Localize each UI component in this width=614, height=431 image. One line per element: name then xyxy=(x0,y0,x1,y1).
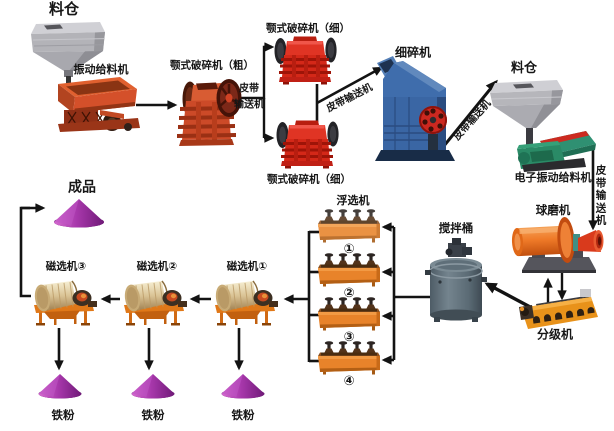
fine-crusher-machine xyxy=(375,56,455,161)
flotation-cell-4-machine xyxy=(318,341,380,375)
flow-arrows xyxy=(19,42,598,371)
belt-conveyor-to-ball-mill-label: 皮带输送机 xyxy=(595,164,607,227)
mixing-barrel-machine xyxy=(425,238,487,322)
silo-left-label: 料仓 xyxy=(48,1,80,19)
jaw-crusher-fine-bottom-machine xyxy=(276,120,339,169)
finished-product-label: 成品 xyxy=(68,178,96,195)
flotation-cell-2-number: ② xyxy=(343,285,355,301)
mixing-barrel-label: 搅拌桶 xyxy=(438,222,474,235)
iron-powder-cone-2 xyxy=(131,374,175,399)
flotation-cell-1-machine xyxy=(318,209,380,243)
jaw-crusher-fine-top-label: 颚式破碎机（细） xyxy=(266,22,350,35)
magnetic-separator-3-machine xyxy=(32,280,98,327)
flotation-cell-3-number: ③ xyxy=(343,329,355,345)
silo-left-machine xyxy=(31,22,105,77)
finished-product-cone xyxy=(54,199,104,228)
iron-powder-cone-3 xyxy=(38,374,82,399)
flotation-cell-1-number: ① xyxy=(343,241,355,257)
flotation-machine-label: 浮选机 xyxy=(336,195,370,208)
iron-powder-2-label: 铁粉 xyxy=(141,409,165,422)
magnetic-separator-1-machine xyxy=(213,280,279,327)
magnetic-separator-3-label: 磁选机③ xyxy=(45,260,87,273)
magnetic-separator-2-label: 磁选机② xyxy=(136,260,178,273)
iron-powder-1-label: 铁粉 xyxy=(231,409,255,422)
ball-mill-machine xyxy=(511,217,604,273)
vibrating-feeder-machine xyxy=(58,76,140,132)
jaw-crusher-coarse-machine xyxy=(177,79,242,146)
ball-mill-label: 球磨机 xyxy=(535,204,571,217)
vibrating-feeder-label: 振动给料机 xyxy=(73,64,129,77)
flotation-cell-3-machine xyxy=(318,297,380,331)
flotation-cell-4-number: ④ xyxy=(343,373,355,389)
silo-right-label: 料仓 xyxy=(510,60,538,76)
jaw-crusher-coarse-label: 颚式破碎机（粗） xyxy=(170,59,254,72)
flotation-cell-2-machine xyxy=(318,253,380,287)
fine-crusher-label: 细碎机 xyxy=(394,45,432,60)
belt-conveyor-split-label: 皮带 输送机 xyxy=(234,83,264,111)
iron-powder-cone-1 xyxy=(221,374,265,399)
jaw-crusher-fine-top-machine xyxy=(274,36,337,85)
classifier-label: 分级机 xyxy=(536,327,574,342)
electronic-vibrating-feeder-machine xyxy=(517,131,596,172)
magnetic-separator-1-label: 磁选机① xyxy=(226,260,268,273)
jaw-crusher-fine-bottom-label: 颚式破碎机（细） xyxy=(267,173,351,186)
iron-powder-3-label: 铁粉 xyxy=(51,409,75,422)
silo-right-machine xyxy=(490,80,563,150)
magnetic-separator-2-machine xyxy=(122,280,188,327)
classifier-machine xyxy=(519,289,598,329)
electronic-vibrating-feeder-label: 电子振动给料机 xyxy=(514,172,592,185)
